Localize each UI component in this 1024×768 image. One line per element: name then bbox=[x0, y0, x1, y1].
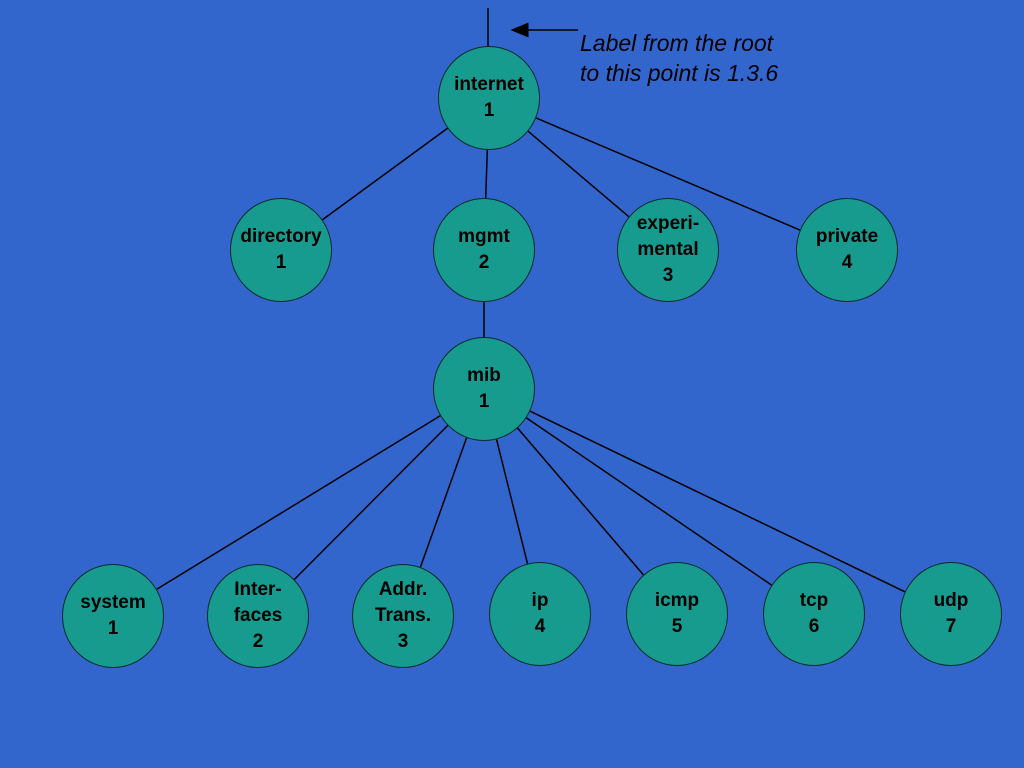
node-label: Addr. Trans. 3 bbox=[375, 579, 431, 652]
edge-internet-private bbox=[535, 117, 801, 231]
node-label: mib 1 bbox=[467, 365, 501, 412]
node-label: icmp 5 bbox=[654, 590, 700, 637]
node-tcp: tcp 6 bbox=[763, 562, 865, 666]
edge-mib-udp bbox=[529, 410, 906, 593]
edge-mib-addr-trans bbox=[419, 437, 468, 568]
node-experimental: experi- mental 3 bbox=[617, 198, 719, 302]
node-label: directory 1 bbox=[240, 226, 322, 273]
edge-mib-system bbox=[156, 415, 441, 590]
annotation-label: Label from the root to this point is 1.3… bbox=[580, 30, 779, 86]
edge-mib-interfaces bbox=[293, 424, 449, 581]
node-label: experi- mental 3 bbox=[636, 213, 700, 286]
edge-internet-directory bbox=[322, 127, 448, 221]
node-mgmt: mgmt 2 bbox=[433, 198, 535, 302]
node-label: tcp 6 bbox=[799, 590, 829, 637]
node-system: system 1 bbox=[62, 564, 164, 668]
node-label: private 4 bbox=[815, 226, 879, 273]
node-mib: mib 1 bbox=[433, 337, 535, 441]
edge-internet-mgmt bbox=[484, 149, 489, 199]
node-label: internet 1 bbox=[454, 74, 524, 121]
node-interfaces: Inter- faces 2 bbox=[207, 564, 309, 668]
node-label: system 1 bbox=[80, 592, 146, 639]
edge-mib-icmp bbox=[517, 427, 644, 576]
edge-internet-experimental bbox=[527, 130, 630, 218]
node-directory: directory 1 bbox=[230, 198, 332, 302]
node-ip: ip 4 bbox=[489, 562, 591, 666]
node-label: Inter- faces 2 bbox=[233, 579, 283, 652]
edge-mib-ip bbox=[495, 439, 529, 564]
node-label: ip 4 bbox=[531, 590, 549, 637]
node-addr-trans: Addr. Trans. 3 bbox=[352, 564, 454, 668]
node-private: private 4 bbox=[796, 198, 898, 302]
node-label: mgmt 2 bbox=[458, 226, 510, 273]
node-label: udp 7 bbox=[933, 590, 969, 637]
edge-mib-tcp bbox=[525, 417, 773, 586]
node-icmp: icmp 5 bbox=[626, 562, 728, 666]
node-internet: internet 1 bbox=[438, 46, 540, 150]
node-udp: udp 7 bbox=[900, 562, 1002, 666]
